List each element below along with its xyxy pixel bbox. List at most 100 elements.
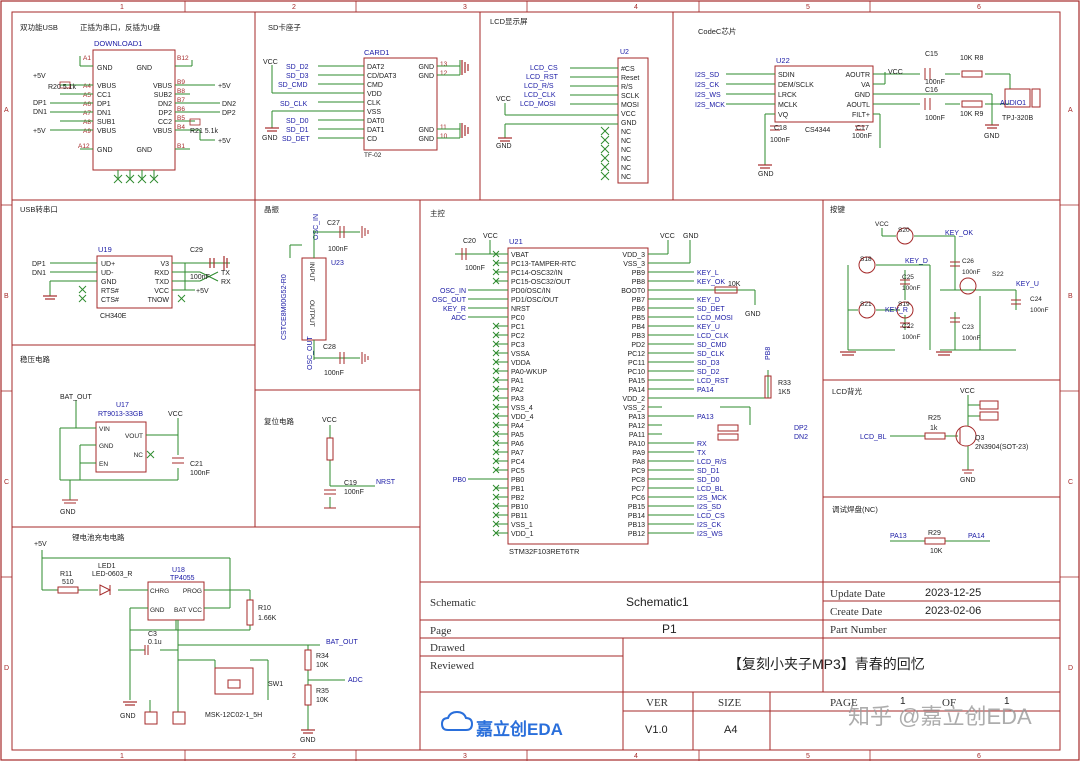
pin-name: PC13-TAMPER-RTC — [511, 261, 576, 268]
debug-pads: R29 10K PA13 PA14 — [890, 530, 990, 555]
gnd-label: GND — [120, 713, 136, 720]
pin-name: VSS_4 — [511, 405, 533, 412]
pin-name: GND — [136, 147, 152, 154]
net-label: I2S_CK — [697, 522, 721, 529]
row-letter: D — [1068, 665, 1073, 672]
col-number: 2 — [292, 4, 296, 11]
lcd-connector: U2 #CSResetR/SSCLKMOSIVCCGNDNCNCNCNCNCNC… — [496, 49, 649, 184]
pin-number: A6 — [83, 101, 91, 108]
pin-name: PC8 — [631, 477, 645, 484]
resistor-value: 10K — [930, 548, 943, 555]
pin-name: #CS — [621, 66, 635, 73]
mcu-chip: U21 STM32F103RET6TR VBATPC13-TAMPER-RTCP… — [432, 233, 808, 556]
vcc-label: VCC — [888, 69, 903, 76]
no-connect-mark — [492, 430, 500, 438]
cap-label: C24 — [1030, 296, 1042, 303]
page-value: P1 — [662, 622, 677, 636]
pin-name: PB12 — [628, 531, 645, 538]
col-number: 6 — [977, 4, 981, 11]
pin-name: VSS — [367, 109, 381, 116]
gnd-label: GND — [745, 311, 761, 318]
pin-name: PA14 — [628, 387, 645, 394]
cap-label: C27 — [327, 220, 340, 227]
net-label: +5V — [33, 73, 46, 80]
net-label: BAT_OUT — [326, 639, 358, 646]
pin-name: VDDA — [511, 360, 531, 367]
regulator-ref: U17 — [116, 402, 129, 409]
resistor-value: 10K — [316, 697, 329, 704]
pin-name: CD — [367, 136, 377, 143]
pin-name: VOUT — [125, 433, 143, 440]
resistor-label: R25 — [928, 415, 941, 422]
net-label: DN2 — [794, 434, 808, 441]
pin-name: RXD — [154, 270, 169, 277]
pin-name: PB3 — [632, 333, 645, 340]
resistor-label: R11 — [60, 571, 72, 578]
pin-name: LRCK — [778, 92, 797, 99]
net-label: DN2 — [222, 101, 236, 108]
pin-name: VDD_1 — [511, 531, 534, 538]
pin-name: V3 — [160, 261, 169, 268]
pin-name: PD2 — [631, 342, 645, 349]
logo-text: 嘉立创EDA — [475, 719, 563, 739]
switch-label: S22 — [992, 271, 1004, 278]
col-number: 5 — [806, 4, 810, 11]
transistor-part: 2N3904(SOT-23) — [975, 444, 1028, 451]
gnd-label: GND — [683, 233, 699, 240]
pin-number: A12 — [78, 143, 90, 150]
net-label: SD_D1 — [697, 468, 720, 475]
col-number: 1 — [120, 753, 124, 760]
pin-name: TNOW — [148, 297, 170, 304]
pin-name: UD+ — [101, 261, 115, 268]
pin-name: VCC — [621, 111, 636, 118]
page-total: 1 — [1004, 696, 1010, 707]
pin-name: GND — [99, 443, 114, 450]
col-number: 4 — [634, 753, 638, 760]
gnd-label: GND — [262, 135, 278, 142]
net-label: +5V — [33, 128, 46, 135]
pin-name: PB8 — [632, 279, 645, 286]
no-connect-mark — [492, 466, 500, 474]
col-number: 3 — [463, 753, 467, 760]
audio-jack-part: TPJ-320B — [1002, 115, 1033, 122]
no-connect-mark — [492, 448, 500, 456]
pin-name: PC2 — [511, 333, 525, 340]
gnd-label: GND — [60, 509, 76, 516]
no-connect-mark — [492, 484, 500, 492]
pin-name: DAT1 — [367, 127, 384, 134]
net-label: PA14 — [968, 533, 985, 540]
net-label: LCD_RST — [526, 74, 559, 81]
resistor-label: R33 — [778, 380, 791, 387]
cap-value: 100nF — [190, 274, 210, 281]
pin-name: TXD — [155, 279, 169, 286]
switch-label: S19 — [898, 301, 910, 308]
pin-name: PB10 — [511, 504, 528, 511]
vcc-label: VCC — [960, 388, 975, 395]
net-label: I2S_WS — [697, 531, 723, 538]
no-connect-mark — [492, 268, 500, 276]
codec-part: CS4344 — [805, 127, 830, 134]
section-title-lcd: LCD显示屏 — [490, 17, 528, 26]
net-label: KEY_D — [905, 258, 928, 265]
pin-name: VIN — [99, 426, 110, 433]
pin-number: B4 — [177, 124, 185, 131]
pin-name: PB11 — [511, 513, 528, 520]
pin-name: PA10 — [628, 441, 645, 448]
net-label: KEY_R — [443, 306, 466, 313]
pin-name: CMD — [367, 82, 383, 89]
pin-name: SUB2 — [154, 92, 172, 99]
net-label: SD_D1 — [286, 127, 309, 134]
vcc-label: VCC — [263, 59, 278, 66]
pin-name: NC — [621, 147, 631, 154]
resistor-label: R35 — [316, 688, 329, 695]
pin-name: DP1 — [97, 101, 111, 108]
pin-number: B7 — [177, 97, 185, 104]
pin-name: PC4 — [511, 459, 525, 466]
net-label: LCD_R/S — [524, 83, 554, 90]
pin-name: PA2 — [511, 387, 524, 394]
pin-name: VSSA — [511, 351, 530, 358]
pin-name: VDD — [367, 91, 382, 98]
pin-name: PB5 — [632, 315, 645, 322]
pin-name: PD1/OSC/OUT — [511, 297, 559, 304]
pin-name: RTS# — [101, 288, 119, 295]
